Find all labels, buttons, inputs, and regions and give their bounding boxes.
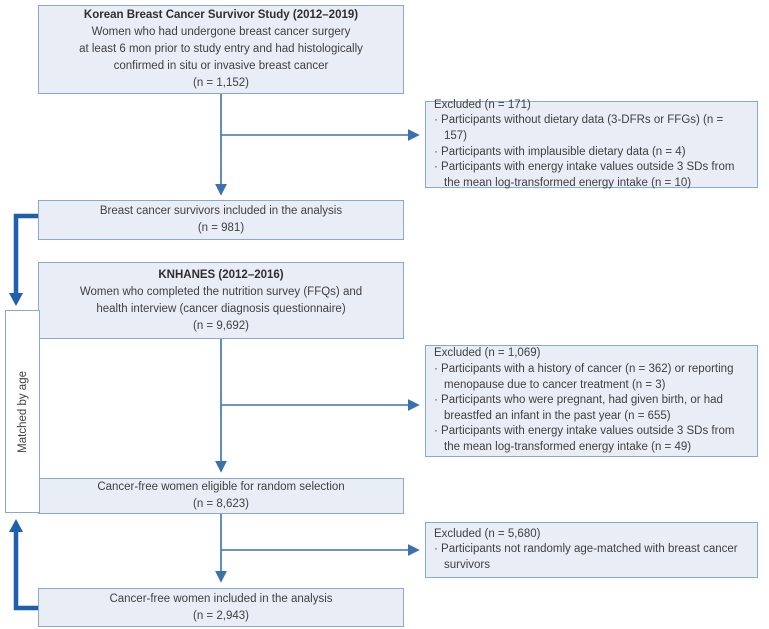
box-text-line: Women who had undergone breast cancer su… — [91, 26, 351, 38]
box-cancer-free-included: Cancer-free women included in the analys… — [38, 588, 404, 627]
box-text-line: Cancer-free women eligible for random se… — [97, 481, 345, 493]
excluded-item: Participants with implausible dietary da… — [434, 145, 749, 161]
box-excluded-3: Excluded (n = 5,680) Participants not ra… — [425, 522, 758, 578]
excluded-item: Participants with a history of cancer (n… — [434, 362, 749, 393]
box-knhanes: KNHANES (2012–2016) Women who completed … — [38, 262, 404, 339]
box-kbcss: Korean Breast Cancer Survivor Study (201… — [38, 5, 404, 94]
box-cancer-free-eligible: Cancer-free women eligible for random se… — [38, 478, 404, 514]
excluded-item: Participants with energy intake values o… — [434, 160, 749, 191]
box-n-count: (n = 1,152) — [193, 77, 249, 89]
box-survivors-included: Breast cancer survivors included in the … — [38, 200, 404, 240]
excluded-header: Excluded (n = 1,069) — [434, 347, 541, 360]
excluded-item: Participants without dietary data (3-DFR… — [434, 113, 749, 144]
box-matched-by-age: Matched by age — [5, 310, 40, 513]
box-n-count: (n = 8,623) — [193, 498, 249, 510]
box-text-line: Breast cancer survivors included in the … — [99, 205, 343, 217]
excluded-item: Participants with energy intake values o… — [434, 424, 749, 455]
excluded-item: Participants not randomly age-matched wi… — [434, 542, 749, 573]
box-excluded-1: Excluded (n = 171) Participants without … — [425, 98, 758, 191]
box-text-line: confirmed in situ or invasive breast can… — [113, 60, 329, 72]
excluded-header: Excluded (n = 171) — [434, 98, 531, 111]
box-excluded-2: Excluded (n = 1,069) Participants with a… — [425, 345, 758, 457]
excluded-item: Participants who were pregnant, had give… — [434, 393, 749, 424]
box-n-count: (n = 2,943) — [193, 609, 249, 622]
box-kbcss-title: Korean Breast Cancer Survivor Study (201… — [83, 9, 359, 21]
box-text-line: health interview (cancer diagnosis quest… — [96, 302, 346, 315]
box-n-count: (n = 981) — [197, 222, 245, 234]
arrow-included-to-matched — [9, 519, 38, 611]
excluded-header: Excluded (n = 5,680) — [434, 527, 541, 540]
box-text-line: Women who completed the nutrition survey… — [79, 285, 363, 298]
matched-by-age-label: Matched by age — [16, 370, 29, 453]
arrow-survivors-to-matched — [9, 213, 38, 306]
box-text-line: Cancer-free women included in the analys… — [109, 592, 333, 605]
box-knhanes-title: KNHANES (2012–2016) — [158, 268, 284, 281]
box-n-count: (n = 9,692) — [193, 319, 249, 332]
box-text-line: at least 6 mon prior to study entry and … — [79, 43, 363, 55]
